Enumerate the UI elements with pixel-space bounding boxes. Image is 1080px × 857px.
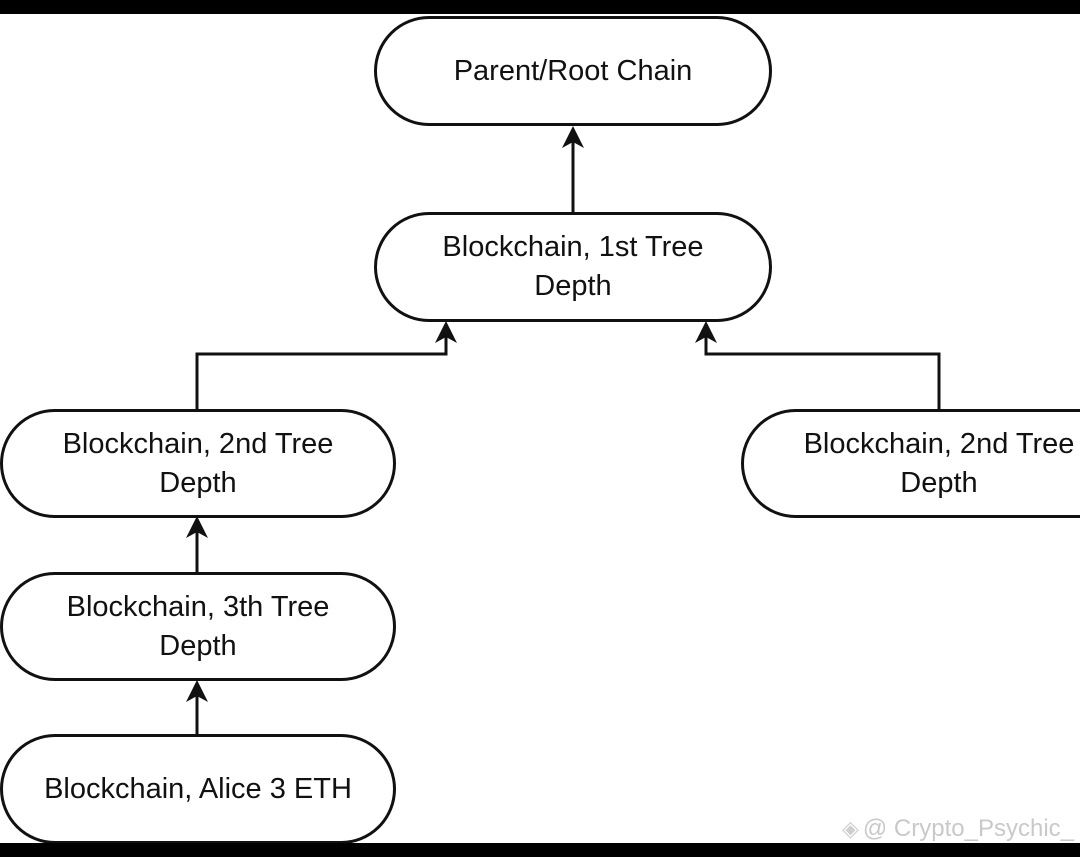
edges-layer: [186, 126, 941, 734]
node-leaf-label: Blockchain, Alice 3 ETH: [44, 772, 352, 805]
binance-diamond-icon: ◈: [841, 816, 859, 841]
node-depth3: Blockchain, 3th Tree Depth: [0, 572, 396, 681]
edge-leaf-to-depth3: [186, 680, 208, 734]
node-depth2-right: Blockchain, 2nd Tree Depth: [741, 409, 1080, 518]
edge-depth2-left-to-depth1: [195, 321, 457, 409]
watermark: ◈ @ Crypto_Psychic_: [842, 815, 1074, 843]
node-depth1: Blockchain, 1st Tree Depth: [374, 212, 772, 322]
edge-depth2-right-to-depth1: [695, 321, 941, 409]
watermark-text: @ Crypto_Psychic_: [862, 815, 1074, 842]
node-root-label: Parent/Root Chain: [453, 54, 693, 87]
node-depth3-label: Blockchain, 3th Tree Depth: [66, 590, 330, 662]
node-root: Parent/Root Chain: [374, 16, 772, 126]
node-leaf: Blockchain, Alice 3 ETH: [0, 734, 396, 843]
node-depth2-left: Blockchain, 2nd Tree Depth: [0, 409, 396, 518]
node-depth2-right-label: Blockchain, 2nd Tree Depth: [803, 427, 1075, 499]
edge-depth3-to-depth2-left: [186, 516, 208, 572]
diagram-canvas: Parent/Root Chain Blockchain, 1st Tree D…: [0, 14, 1080, 843]
node-depth1-label: Blockchain, 1st Tree Depth: [442, 231, 704, 302]
node-depth2-left-label: Blockchain, 2nd Tree Depth: [62, 427, 334, 499]
edge-depth1-to-root: [562, 126, 584, 212]
